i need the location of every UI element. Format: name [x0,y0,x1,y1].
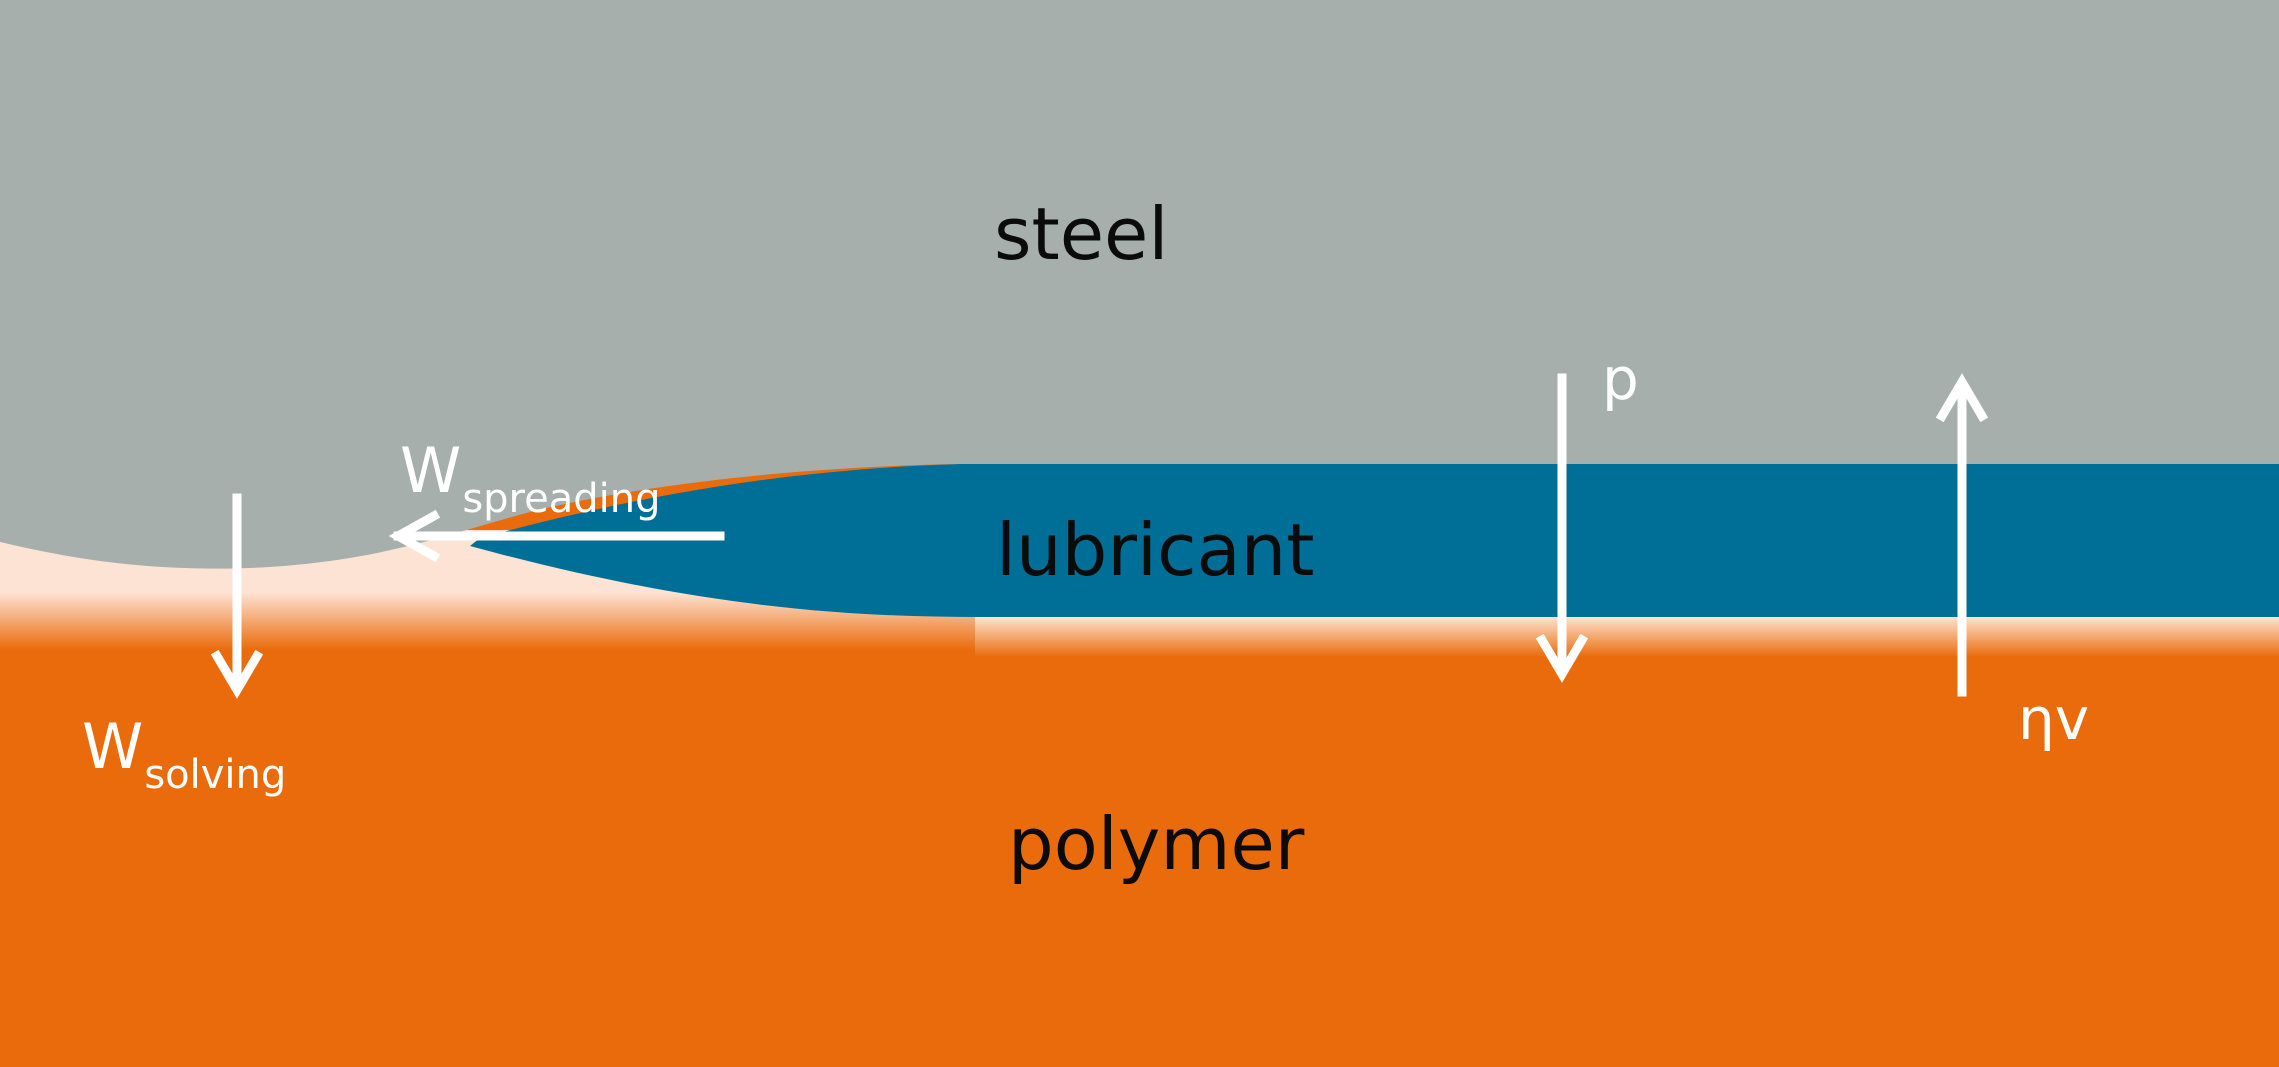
polymer-interface-layer [975,617,2279,657]
pressure-label: p [1602,345,1639,413]
lubricant-label: lubricant [996,508,1315,592]
lubricant-region [470,464,2279,617]
solving-force-symbol: W [82,710,144,783]
spreading-force-label: Wspreading [400,440,660,520]
pressure-arrow [1535,373,1589,683]
solving-arrow [210,493,264,699]
viscous-label: ηv [2018,685,2090,753]
spreading-force-subscript: spreading [462,476,661,522]
viscous-arrow [1935,373,1989,697]
polymer-label: polymer [1008,802,1305,886]
solving-force-subscript: solving [144,752,287,798]
spreading-arrow [388,509,725,563]
steel-label: steel [994,192,1169,276]
solving-force-label: Wsolving [82,716,286,796]
steel-region [0,0,2279,569]
spreading-force-symbol: W [400,434,462,507]
